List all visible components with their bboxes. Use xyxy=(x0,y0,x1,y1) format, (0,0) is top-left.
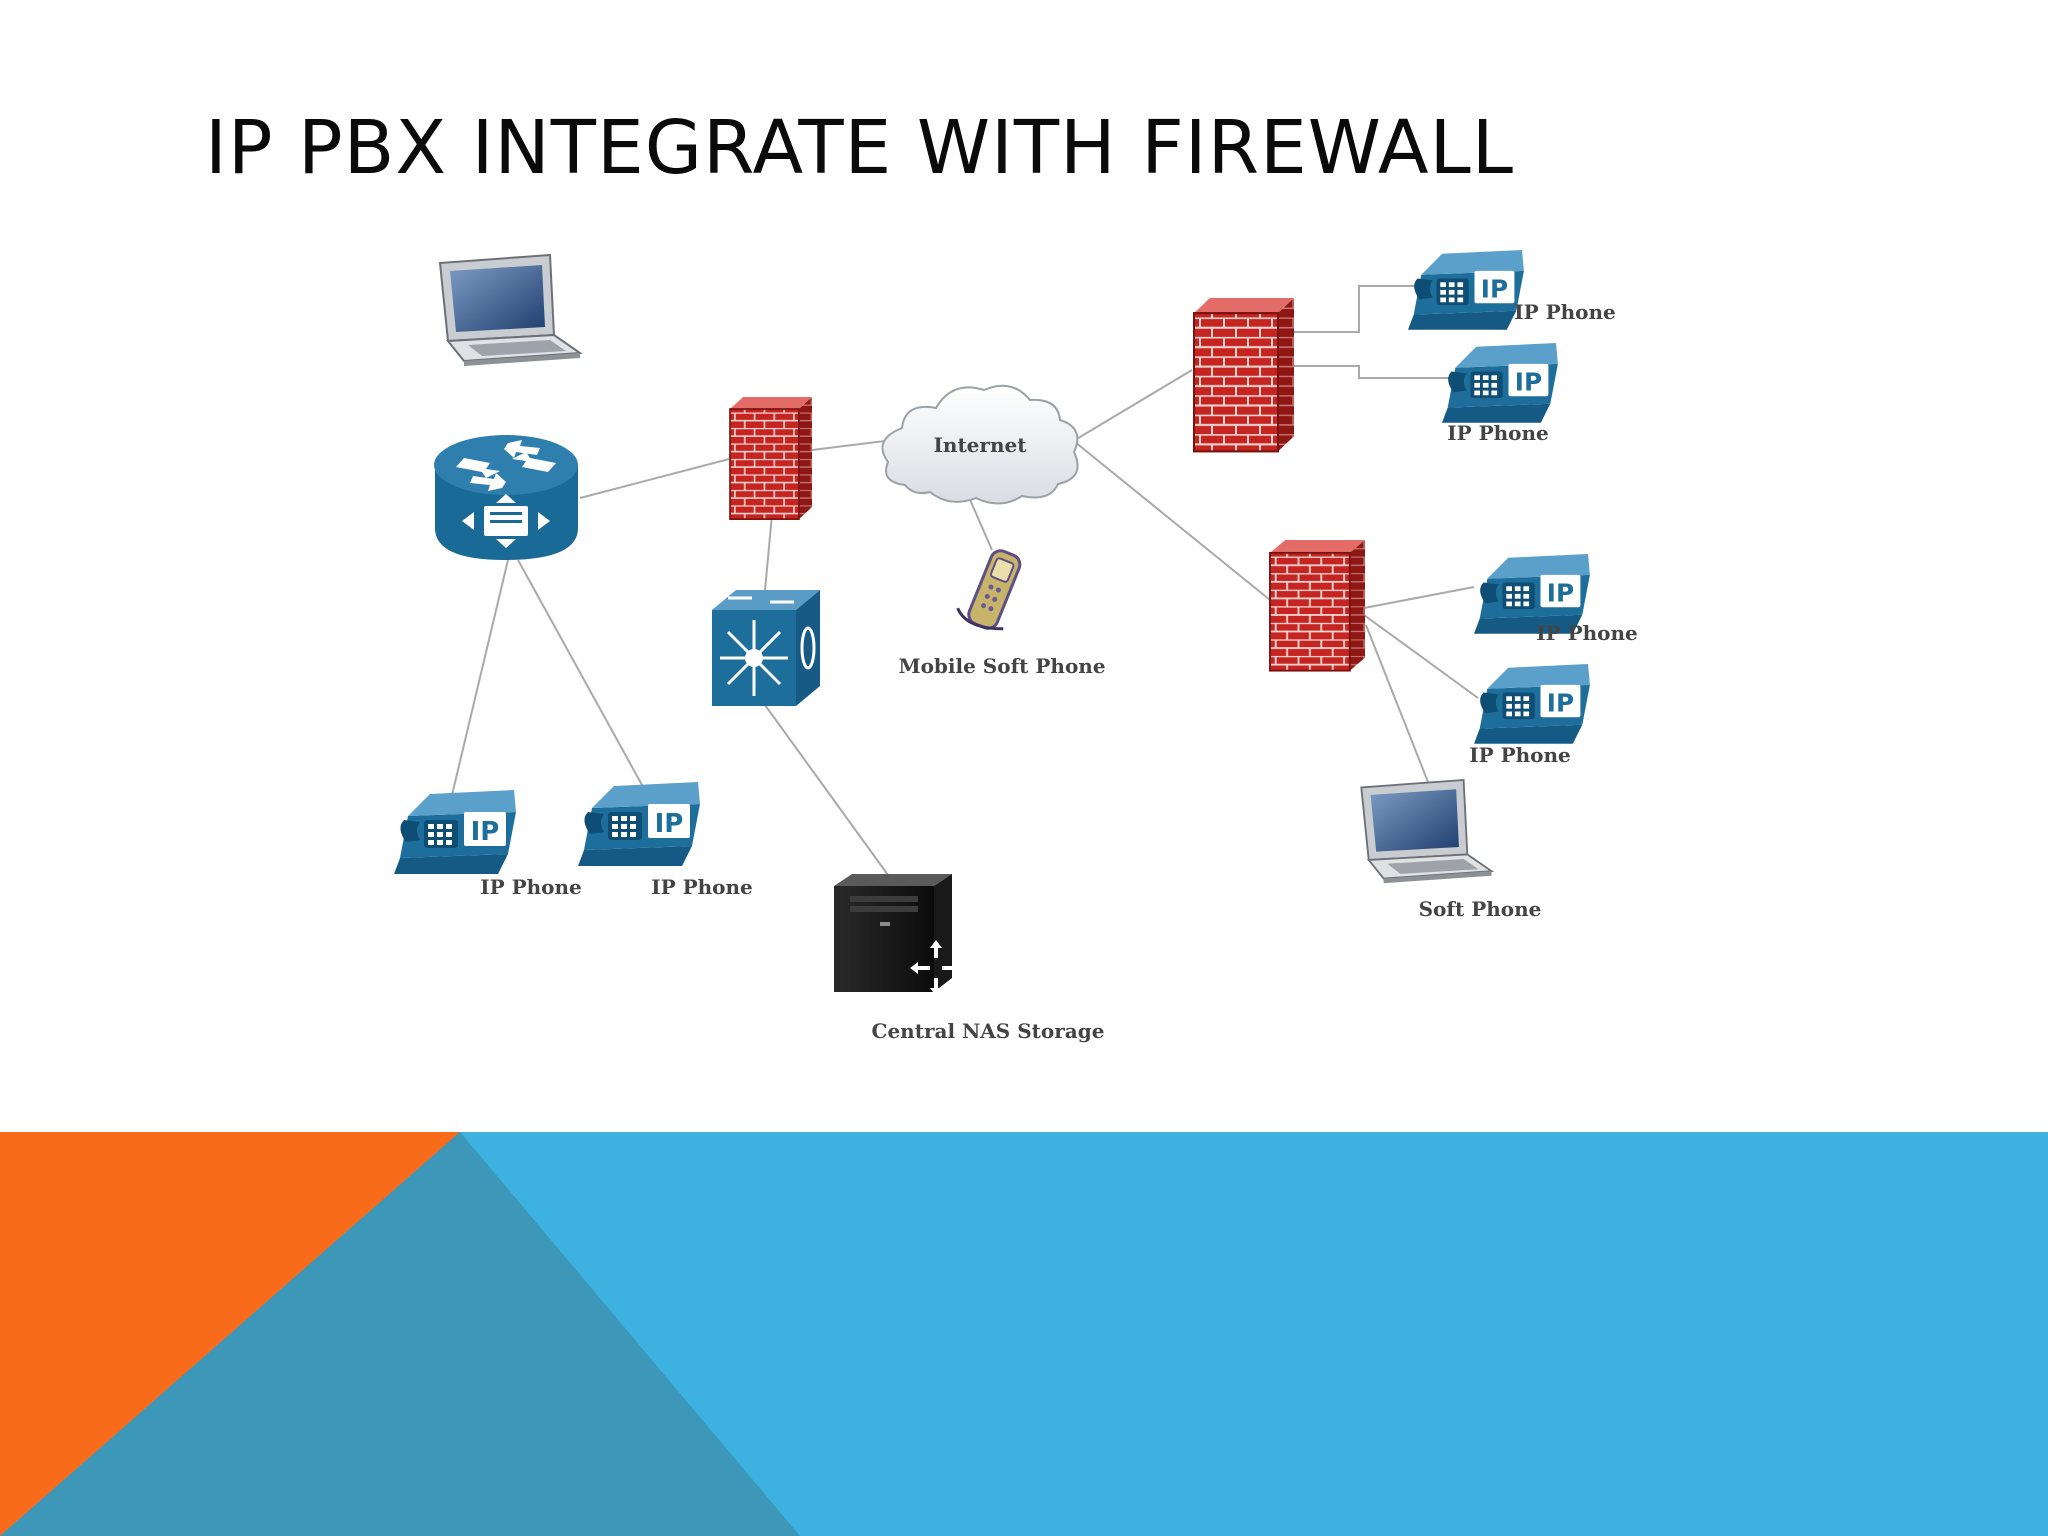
ip-phone-label: IP Phone xyxy=(480,875,582,899)
internet-label: Internet xyxy=(934,433,1028,457)
network-diagram: IP xyxy=(394,250,1638,1043)
ip-phone-label: IP Phone xyxy=(1536,621,1638,645)
ip-phone-icon xyxy=(394,790,516,874)
server-icon xyxy=(834,874,962,996)
slide-title: IP PBX INTEGRATE WITH FIREWALL xyxy=(205,105,1514,191)
ip-phone-icon xyxy=(1474,664,1590,744)
ip-phone-label: IP Phone xyxy=(651,875,753,899)
band-teal xyxy=(0,1132,800,1536)
band-blue xyxy=(0,1132,2048,1536)
soft-phone-label: Soft Phone xyxy=(1419,897,1542,921)
firewall-icon xyxy=(1192,296,1296,453)
cloud-icon xyxy=(881,384,1079,505)
ip-phone-label: IP Phone xyxy=(1447,421,1549,445)
ip-phone-label: IP Phone xyxy=(1514,300,1616,324)
mobile-soft-phone-label: Mobile Soft Phone xyxy=(898,654,1105,678)
band-orange xyxy=(0,1132,460,1536)
firewall-icon xyxy=(1269,539,1366,672)
central-nas-label: Central NAS Storage xyxy=(872,1019,1105,1043)
ip-phone-icon xyxy=(578,782,700,866)
connection-lines xyxy=(451,285,1479,876)
ip-phone-icon xyxy=(1442,343,1558,423)
switch-icon xyxy=(712,590,820,706)
laptop-icon xyxy=(439,254,581,367)
router-icon xyxy=(434,435,578,560)
firewall-icon xyxy=(729,396,813,520)
mobile-phone-icon xyxy=(956,549,1022,631)
ip-phone-label: IP Phone xyxy=(1469,743,1571,767)
ip-phone-icon xyxy=(1408,250,1524,330)
laptop-icon xyxy=(1360,779,1493,885)
